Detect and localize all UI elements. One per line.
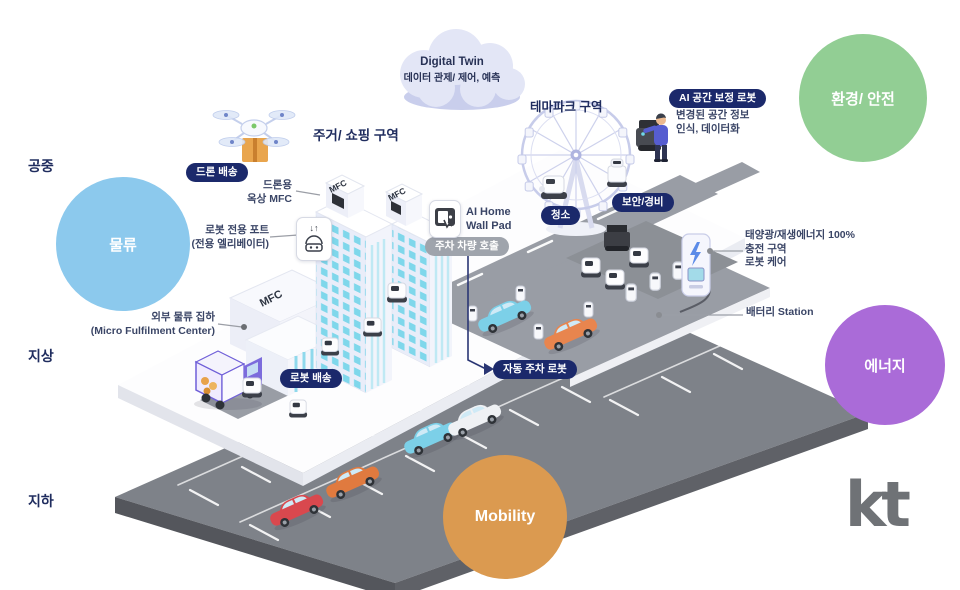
zone-title-residential: 주거/ 쇼핑 구역 — [313, 128, 399, 143]
digital-twin-cloud-icon — [400, 29, 525, 110]
person — [643, 113, 668, 162]
leader-lines — [217, 190, 743, 328]
callout-line: Wall Pad — [466, 220, 512, 233]
connector-arrow — [484, 363, 494, 375]
domain-circle-environment: 환경/ 안전 — [799, 34, 927, 162]
domain-circle-logistics: 물류 — [56, 177, 190, 311]
badge-security: 보안/경비 — [612, 193, 674, 212]
callout-line: 태양광/재생에너지 100% — [745, 229, 855, 241]
badge-car-call: 주차 차량 호출 — [425, 237, 509, 256]
security-robot — [607, 158, 627, 187]
charging-kiosk — [681, 233, 711, 297]
callout-line: 충전 구역 — [745, 242, 787, 255]
callout-line: 로봇 케어 — [745, 256, 787, 269]
domain-label-logistics: 물류 — [109, 236, 137, 254]
callout-line: (전용 엘리베이터) — [191, 237, 269, 250]
digital-twin-label: Digital Twin 데이터 관제/ 제어, 예측 — [388, 56, 516, 84]
domain-label-energy: 에너지 — [864, 357, 906, 375]
wall-pad-icon — [429, 200, 461, 238]
callout-charging-zone: 태양광/재생에너지 100% 충전 구역 로봇 케어 — [745, 229, 855, 270]
callout-battery-station: 배터리 Station — [746, 306, 814, 318]
drone — [212, 110, 296, 162]
callout-line: 드론용 — [263, 179, 292, 191]
zone-title-themepark: 테마파크 구역 — [530, 100, 603, 114]
port-arrows: ↓↑ — [309, 223, 319, 233]
leader-dot-external — [241, 324, 247, 330]
callout-line: 외부 물류 집하 — [151, 311, 215, 323]
cleaning-robot — [539, 175, 567, 199]
callout-rooftop-mfc: 드론용 옥상 MFC — [247, 179, 292, 206]
callout-line: 인식, 데이터화 — [676, 122, 740, 135]
badge-cleaning: 청소 — [541, 206, 581, 225]
callout-ai-space-desc: 변경된 공간 정보 인식, 데이터화 — [676, 109, 749, 136]
leader-dot-battery — [656, 312, 662, 318]
callout-wall-pad: AI Home Wall Pad — [466, 205, 511, 234]
callout-line: (Micro Fulfilment Center) — [90, 324, 215, 337]
callout-line: 옥상 MFC — [247, 192, 292, 205]
domain-circle-mobility: Mobility — [443, 455, 567, 579]
layer-label-underground: 지하 — [28, 493, 54, 509]
leader-dot-charging — [707, 248, 713, 254]
domain-circle-energy: 에너지 — [825, 305, 945, 425]
layer-label-ground: 지상 — [28, 348, 54, 364]
domain-label-mobility: Mobility — [474, 508, 536, 525]
badge-drone-delivery: 드론 배송 — [186, 163, 248, 182]
callout-external-logistics: 외부 물류 집하 (Micro Fulfilment Center) — [91, 311, 215, 338]
badge-robot-delivery: 로봇 배송 — [280, 369, 342, 388]
robot-port-icon: ↓↑ — [296, 217, 332, 261]
tower-a: MFC — [314, 174, 394, 394]
callout-line: 변경된 공간 정보 — [676, 109, 750, 121]
digital-twin-subtitle: 데이터 관제/ 제어, 예측 — [403, 73, 501, 84]
lightning-icon — [690, 242, 701, 266]
charging-robots — [580, 225, 650, 290]
layer-label-air: 공중 — [28, 158, 54, 174]
badge-auto-parking-robot: 자동 주차 로봇 — [493, 360, 577, 379]
car-call-connector — [467, 254, 487, 370]
digital-twin-title: Digital Twin — [420, 56, 484, 68]
callout-robot-port: 로봇 전용 포트 (전용 엘리베이터) — [191, 224, 269, 251]
domain-label-environment: 환경/ 안전 — [831, 90, 895, 108]
badge-ai-space-robot: AI 공간 보정 로봇 — [669, 89, 767, 108]
callout-line: 로봇 전용 포트 — [205, 224, 269, 236]
callout-line: AI Home — [466, 206, 511, 218]
kt-logo: kt — [845, 468, 911, 541]
